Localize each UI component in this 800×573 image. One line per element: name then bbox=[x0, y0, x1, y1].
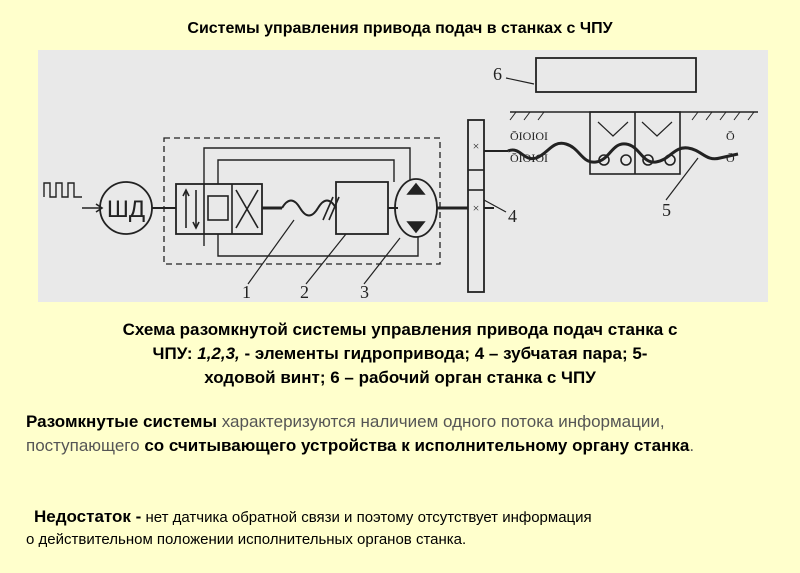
svg-text:Ō: Ō bbox=[726, 151, 735, 165]
label-1: 1 bbox=[242, 282, 251, 302]
diagram-caption: Схема разомкнутой системы управления при… bbox=[20, 318, 780, 390]
label-2: 2 bbox=[300, 282, 309, 302]
open-systems-paragraph: Разомкнутые системы характеризуются нали… bbox=[26, 412, 695, 455]
label-4: 4 bbox=[508, 206, 517, 226]
page-title: Системы управления привода подач в станк… bbox=[187, 20, 613, 37]
hydraulic-drive-diagram: ШД × bbox=[38, 50, 768, 302]
motor-label: ШД bbox=[107, 196, 145, 223]
pulse-signal bbox=[43, 182, 82, 198]
caption-line-2: ЧПУ: 1,2,3, - элементы гидропривода; 4 –… bbox=[152, 344, 648, 363]
control-valve bbox=[175, 183, 263, 235]
work-table bbox=[535, 57, 697, 93]
caption-line-3: ходовой винт; 6 – рабочий орган станка с… bbox=[204, 368, 596, 387]
label-5: 5 bbox=[662, 200, 671, 220]
gear-pair bbox=[467, 119, 485, 293]
svg-text:×: × bbox=[473, 139, 480, 153]
bearing-mark: ŌIOIOI bbox=[510, 129, 548, 143]
flexible-coupling bbox=[281, 199, 337, 217]
throttle-block bbox=[335, 181, 389, 235]
caption-line-1: Схема разомкнутой системы управления при… bbox=[122, 320, 678, 339]
svg-text:×: × bbox=[473, 201, 480, 215]
hydraulic-enclosure bbox=[163, 137, 441, 265]
svg-text:Ō: Ō bbox=[726, 129, 735, 143]
lead-screw bbox=[507, 141, 739, 164]
label-6: 6 bbox=[493, 64, 502, 84]
drawback-paragraph: Недостаток - нет датчика обратной связи … bbox=[26, 507, 592, 548]
label-3: 3 bbox=[360, 282, 369, 302]
